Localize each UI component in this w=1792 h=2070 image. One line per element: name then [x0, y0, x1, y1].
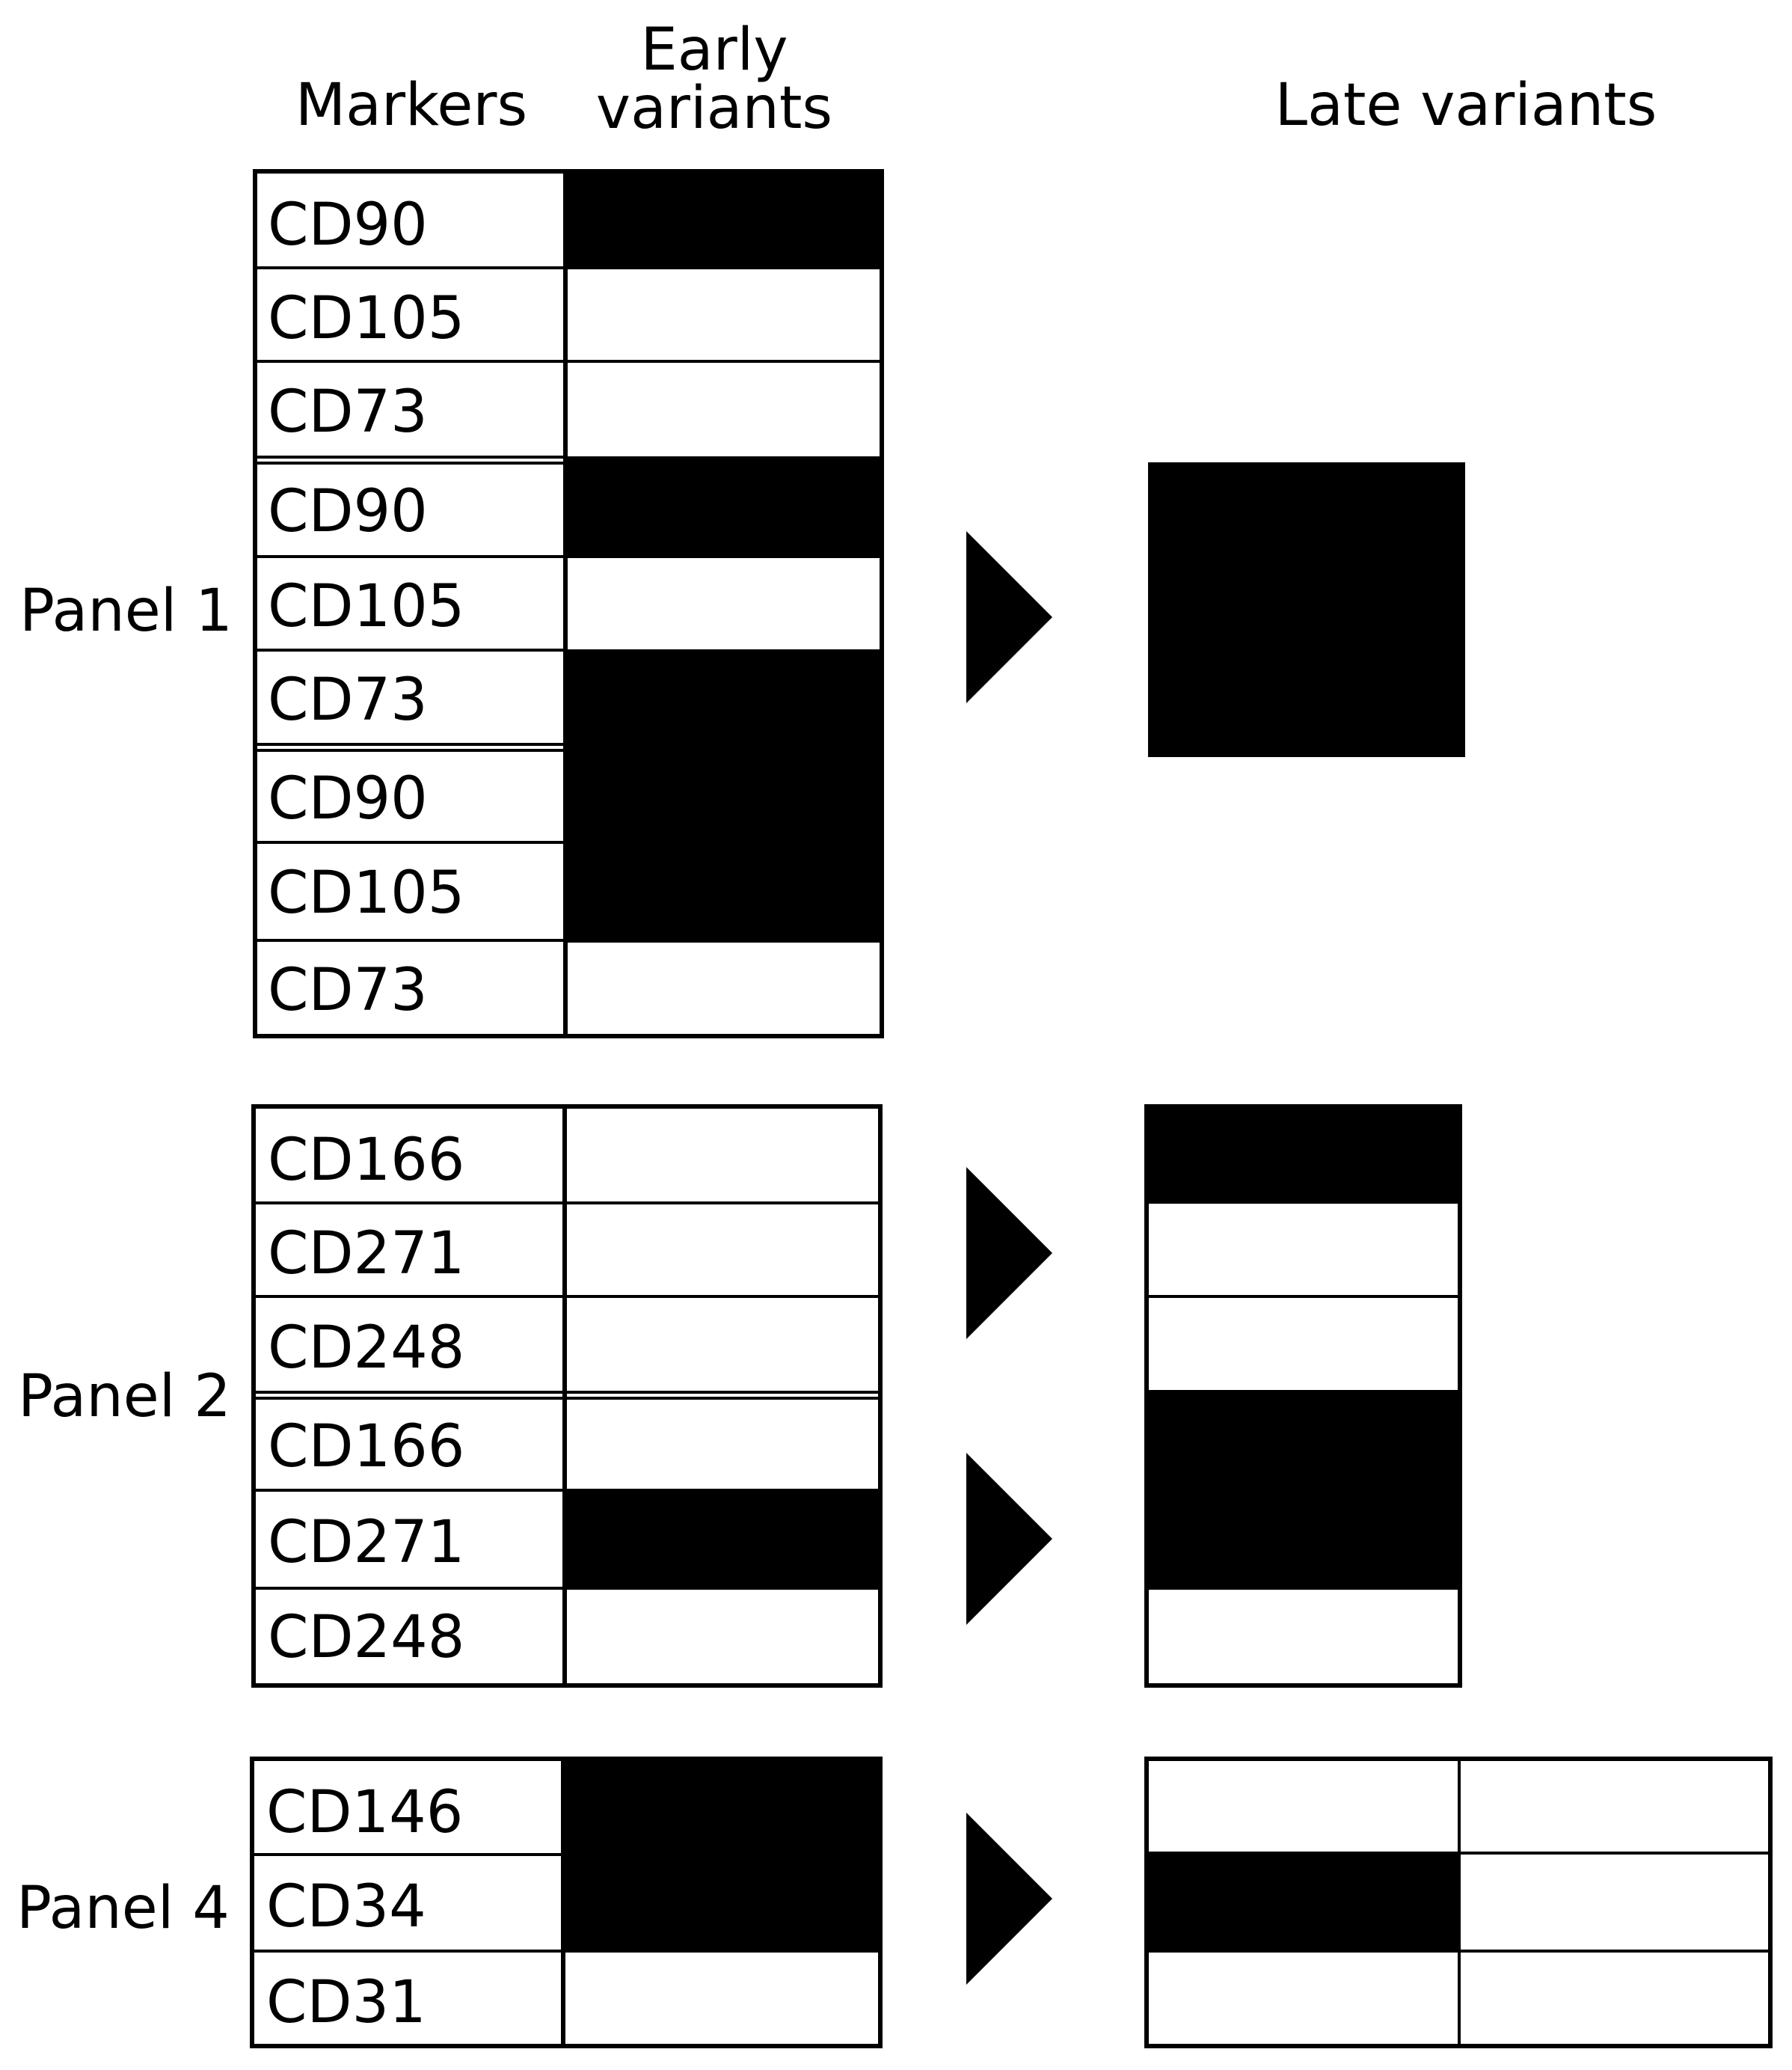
panel-1-row-sep [253, 841, 565, 844]
panel-1-early-cell-4 [565, 456, 882, 557]
late-variants-header: Late variants [1256, 76, 1675, 135]
panel-2-marker: CD248 [268, 1604, 465, 1671]
panel-4-row-sep [250, 1950, 883, 1953]
panel-1-arrow-icon [966, 531, 1052, 703]
panel-1-early-cells-6-8 [565, 649, 882, 943]
panel-1-late-block [1148, 462, 1465, 757]
early-variants-header: Early variants [591, 21, 838, 138]
panel-2-row-sep [251, 1295, 883, 1298]
panel-4-arrow-icon [966, 1813, 1052, 1985]
panel-1-marker: CD105 [268, 285, 465, 352]
panel-1-row-sep [253, 555, 884, 558]
panel-2-early-cell-5 [565, 1490, 880, 1588]
panel-4-row-sep [250, 1853, 563, 1856]
panel-2-arrow-icon [966, 1167, 1052, 1339]
panel-2-label: Panel 2 [18, 1363, 231, 1430]
late-header-label: Late variants [1274, 72, 1657, 139]
panel-2-group-sep [254, 1391, 880, 1400]
panel-2-marker: CD166 [268, 1127, 465, 1194]
panel-1-marker: CD73 [268, 667, 428, 734]
panel-4-late-row-sep [1144, 1852, 1773, 1855]
panel-1-group-sep [255, 456, 565, 465]
panel-2-late-row-sep [1144, 1587, 1462, 1590]
panel-2-row-sep [251, 1201, 883, 1204]
panel-4-marker: CD146 [266, 1779, 464, 1846]
panel-4-marker: CD31 [266, 1969, 426, 2036]
markers-header-label: Markers [295, 72, 528, 139]
panel-1-early-cell-1 [565, 171, 882, 267]
panel-4-late-column-divider [1458, 1757, 1461, 2048]
panel-1-marker: CD105 [268, 860, 465, 927]
panel-2-late-cell-1 [1147, 1106, 1460, 1204]
panel-2-marker: CD248 [268, 1314, 465, 1382]
panel-2-arrow-icon [966, 1453, 1052, 1625]
panel-1-marker: CD90 [268, 192, 428, 259]
panel-2-marker: CD271 [268, 1509, 465, 1576]
panel-4-marker: CD34 [266, 1873, 426, 1941]
panel-2-row-sep [251, 1489, 883, 1492]
panel-1-marker: CD105 [268, 573, 465, 640]
panel-4-late-row-sep [1144, 1950, 1773, 1953]
panel-1-marker: CD90 [268, 478, 428, 545]
markers-header: Markers [284, 76, 538, 135]
panel-2-late-row-sep [1144, 1295, 1462, 1298]
early-header-line2: variants [595, 75, 833, 142]
panel-1-label: Panel 1 [19, 578, 233, 645]
panel-1-row-sep [253, 360, 884, 363]
panel-4-early-cells-1-2 [563, 1759, 880, 1952]
panel-1-row-sep [253, 939, 884, 942]
panel-2-column-divider [562, 1104, 567, 1688]
panel-2-marker: CD271 [268, 1220, 465, 1287]
panel-4-label: Panel 4 [16, 1875, 230, 1942]
panel-1-group-sep [255, 743, 565, 752]
panel-1-marker: CD73 [268, 957, 428, 1024]
panel-2-late-cells-4-5 [1147, 1390, 1460, 1589]
panel-1-column-divider [563, 169, 568, 1038]
panel-1-marker: CD73 [268, 379, 428, 446]
panel-1-row-sep [253, 649, 565, 652]
panel-1-marker: CD90 [268, 765, 428, 833]
panel-2-row-sep [251, 1587, 883, 1590]
panel-4-column-divider [561, 1757, 565, 2048]
panel-2-marker: CD166 [268, 1413, 465, 1480]
panel-1-row-sep [253, 266, 884, 269]
early-header-line1: Early [640, 16, 788, 84]
panel-4-late-cell-2-left [1147, 1853, 1461, 1953]
